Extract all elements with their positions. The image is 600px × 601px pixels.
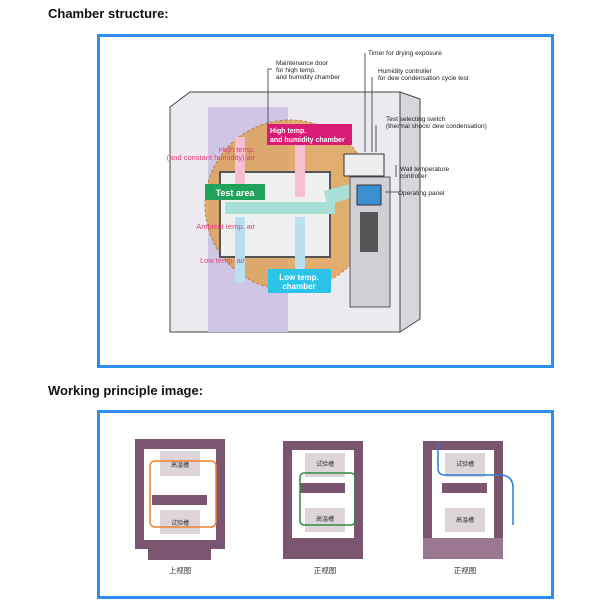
label-low-temp-air: Low temp. air	[200, 256, 246, 265]
chamber-illustration: Timer for drying exposure Maintenance do…	[167, 50, 487, 333]
working-principle-heading: Working principle image:	[48, 383, 204, 398]
ambient-duct	[225, 202, 335, 214]
svg-text:试验槽: 试验槽	[316, 460, 334, 468]
label-operating-panel: Operating panel	[398, 190, 445, 197]
svg-text:高温槽: 高温槽	[456, 516, 474, 524]
svg-text:High temp.: High temp.	[270, 128, 306, 135]
label-high-chamber: 高温槽	[171, 461, 189, 469]
svg-text:试验槽: 试验槽	[456, 460, 474, 468]
svg-text:for dew condensation cycle tes: for dew condensation cycle test	[378, 75, 469, 82]
svg-text:Low temp.: Low temp.	[279, 273, 319, 282]
cold-duct	[235, 217, 245, 282]
label-maintenance-door: Maintenance door	[276, 60, 329, 67]
label-timer: Timer for drying exposure	[368, 50, 442, 57]
svg-text:Test area: Test area	[216, 188, 256, 198]
blue-airflow	[437, 443, 514, 525]
label-high-temp-air: High temp.	[219, 145, 255, 154]
working-principle-figure: 高温槽 试验槽 试验槽 高温槽 试验槽 高温槽 上视图 正视图 正视图	[97, 410, 554, 599]
label-test-chamber: 试验槽	[171, 519, 189, 527]
label-humidity-controller: Humidity controller	[378, 68, 433, 75]
hot-duct	[235, 137, 245, 197]
caption-front-view: 正视图	[314, 565, 337, 575]
green-airflow	[299, 472, 356, 526]
caption-top-view: 上视图	[169, 565, 192, 575]
svg-text:高温槽: 高温槽	[316, 515, 334, 523]
low-temp-chamber-tag	[268, 269, 331, 293]
chamber-structure-figure: Timer for drying exposure Maintenance do…	[97, 34, 554, 368]
control-switches	[343, 153, 385, 177]
svg-text:controller: controller	[400, 173, 428, 180]
svg-text:(and constant humidity) air: (and constant humidity) air	[167, 153, 256, 162]
test-area-tag	[205, 184, 265, 200]
label-test-switch: Test selecting switch	[386, 116, 446, 123]
label-ambient-air: Ambient temp. air	[196, 222, 255, 231]
svg-text:(thermal shock/ dew condensati: (thermal shock/ dew condensation)	[386, 123, 487, 130]
orange-airflow	[149, 460, 217, 528]
svg-text:and humidity chamber: and humidity chamber	[270, 137, 345, 144]
label-wall-temp: Wall temperature	[400, 166, 450, 173]
svg-text:and humidity chamber: and humidity chamber	[276, 74, 341, 81]
chamber-structure-heading: Chamber structure:	[48, 6, 169, 21]
svg-text:for high temp.: for high temp.	[276, 67, 316, 74]
cabinet-side	[399, 91, 421, 333]
svg-text:chamber: chamber	[282, 282, 315, 291]
principle-diagrams: 高温槽 试验槽 试验槽 高温槽 试验槽 高温槽 上视图 正视图 正视图	[135, 439, 514, 575]
caption-front-view-2: 正视图	[454, 565, 477, 575]
high-temp-chamber-tag	[267, 124, 352, 145]
